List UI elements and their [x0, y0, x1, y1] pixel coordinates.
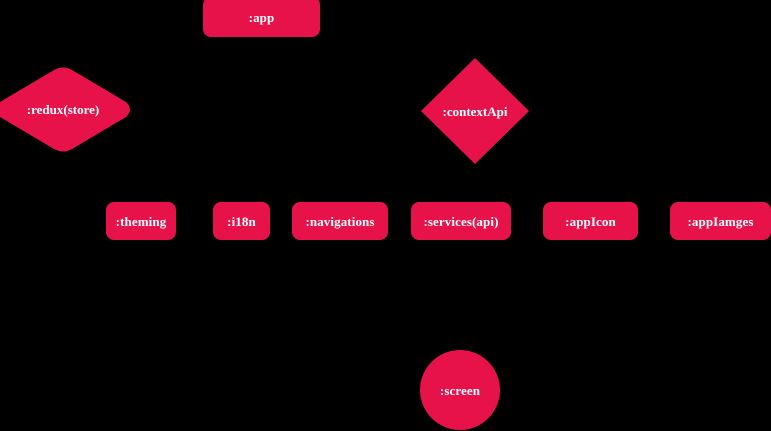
node-navigations-label: :navigations [305, 213, 375, 229]
node-services-api-label: :services(api) [423, 213, 499, 229]
diamond-shape [421, 58, 529, 164]
node-i18n-label: :i18n [227, 213, 256, 229]
node-app-iamges[interactable]: :appIamges [670, 202, 771, 240]
node-app[interactable]: :app [203, 0, 320, 37]
node-navigations[interactable]: :navigations [292, 202, 388, 240]
node-context-api[interactable]: :contextApi [421, 58, 529, 164]
node-screen[interactable]: :screen [420, 350, 500, 430]
node-app-icon-label: :appIcon [565, 213, 616, 229]
node-screen-label: :screen [439, 382, 481, 398]
hexagon-shape [0, 67, 130, 152]
node-theming[interactable]: :theming [106, 202, 176, 240]
node-redux-store[interactable]: :redux(store) [0, 66, 130, 153]
node-app-icon[interactable]: :appIcon [543, 202, 638, 240]
node-app-iamges-label: :appIamges [687, 213, 754, 229]
node-app-label: :app [248, 9, 275, 25]
node-i18n[interactable]: :i18n [213, 202, 270, 240]
node-theming-label: :theming [115, 213, 167, 229]
node-services-api[interactable]: :services(api) [411, 202, 511, 240]
